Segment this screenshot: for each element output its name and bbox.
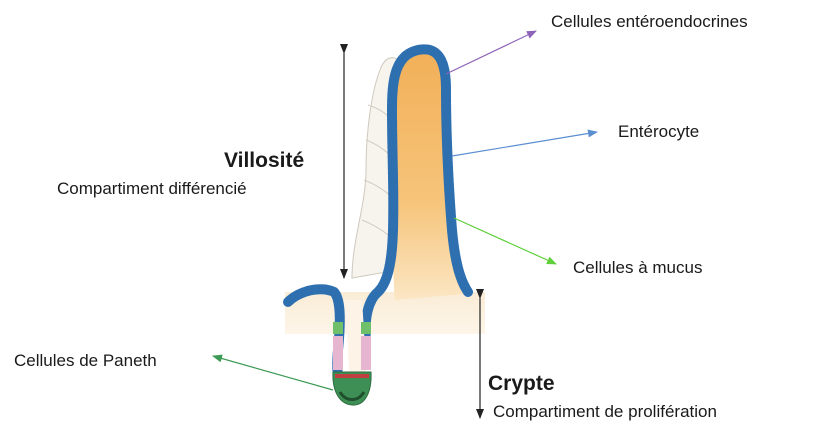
label-enteroendocrine: Cellules entéroendocrines bbox=[551, 13, 748, 30]
enterocyte-pointer bbox=[452, 132, 597, 156]
mucus-pointer bbox=[454, 218, 556, 264]
label-enterocyte: Entérocyte bbox=[618, 123, 699, 140]
paneth-pointer bbox=[213, 356, 333, 390]
crypt-title: Crypte bbox=[488, 373, 555, 394]
enteroendocrine-pointer bbox=[446, 31, 536, 74]
label-paneth: Cellules de Paneth bbox=[14, 352, 157, 369]
crypt-subtitle: Compartiment de prolifération bbox=[493, 403, 717, 420]
villus-title: Villosité bbox=[224, 150, 304, 171]
label-mucus: Cellules à mucus bbox=[573, 259, 702, 276]
lamina-propria bbox=[285, 292, 485, 334]
villus-subtitle: Compartiment différencié bbox=[57, 180, 247, 197]
